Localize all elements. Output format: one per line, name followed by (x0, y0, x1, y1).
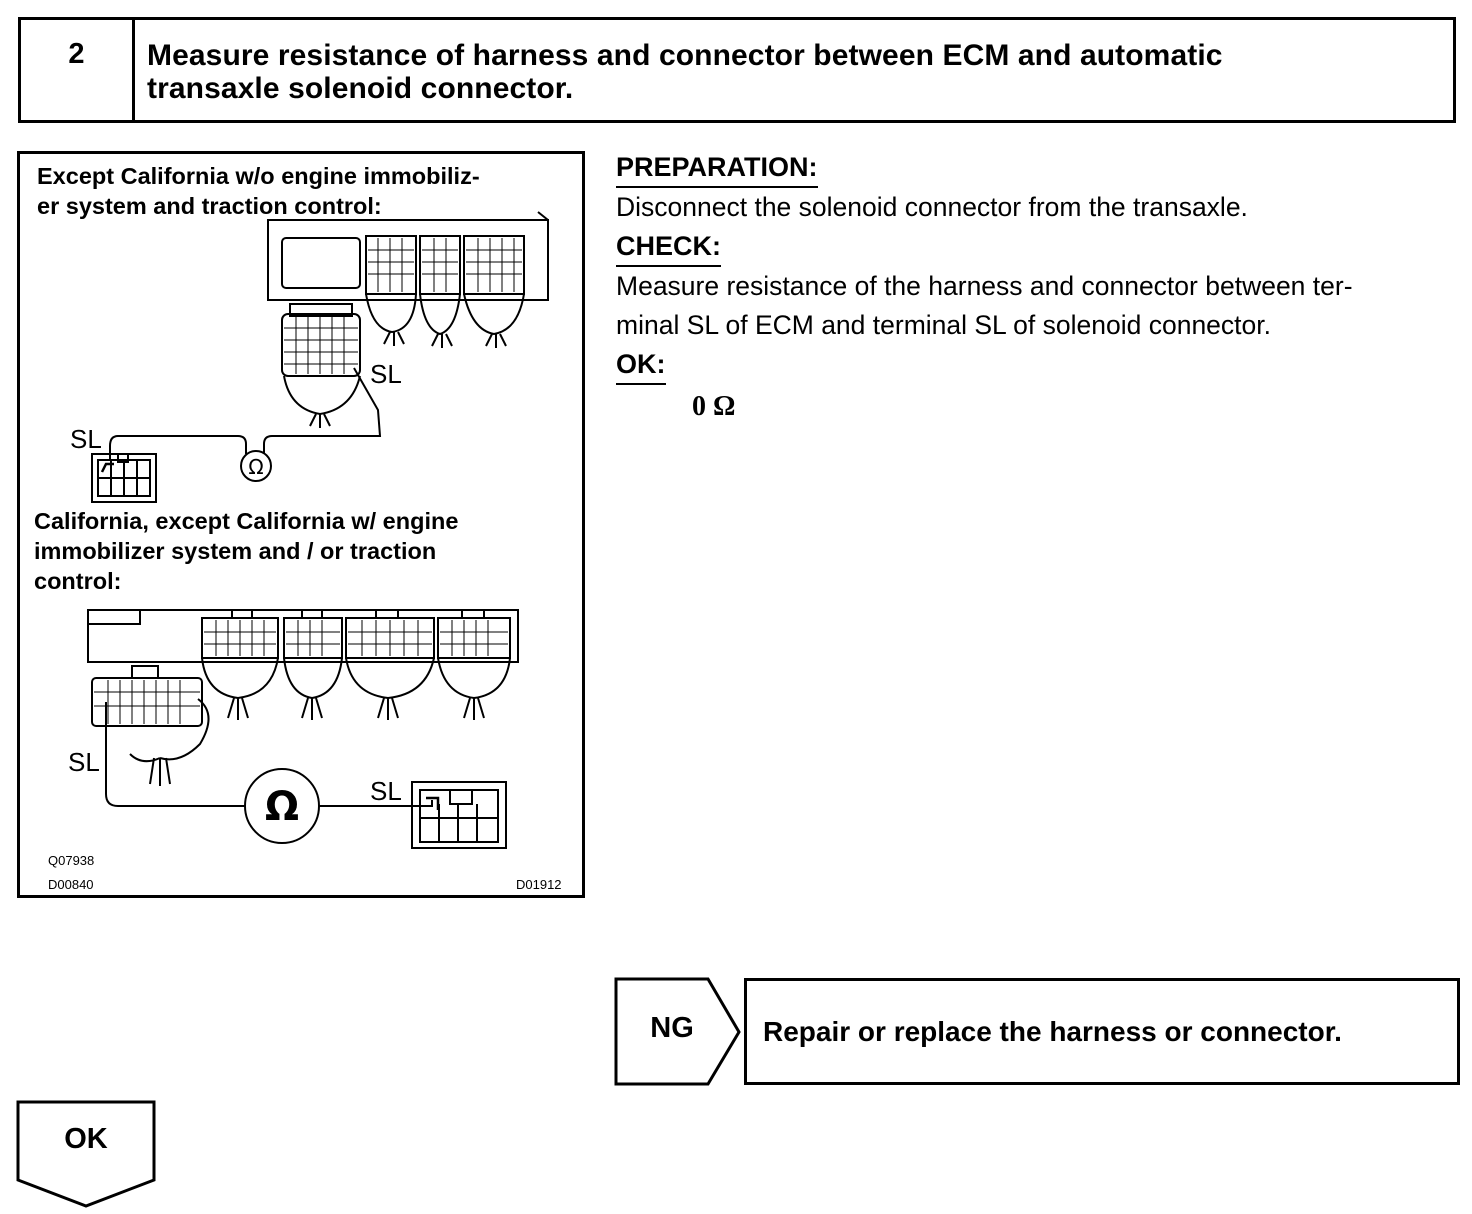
step-title: Measure resistance of harness and connec… (135, 20, 1453, 120)
sl-label-solenoid-top: SL (70, 424, 102, 454)
test-lead-solenoid-top (109, 435, 247, 460)
ok-arrow-shape (16, 1100, 156, 1208)
figure-code-2: D00840 (48, 877, 94, 892)
wiring-diagram: SL SL SL SL Ω Ω (68, 211, 549, 849)
ng-action-box: Repair or replace the harness or connect… (744, 978, 1460, 1085)
preparation-text: Disconnect the solenoid connector from t… (616, 192, 1248, 222)
ng-label: NG (650, 1012, 694, 1044)
ok-branch-label: OK (64, 1123, 108, 1155)
step-header: 2 Measure resistance of harness and conn… (18, 17, 1456, 123)
test-lead-solenoid-bottom (319, 800, 433, 807)
figure-heading1-line2: er system and traction control: (37, 193, 382, 219)
ohm-icon: Ω (265, 784, 299, 830)
sl-label-ecm-bottom: SL (68, 747, 100, 777)
test-lead-ecm-top (263, 367, 382, 454)
solenoid-connector-bottom (411, 781, 507, 849)
ok-label: OK: (616, 346, 666, 385)
ohmmeter-top (240, 450, 272, 482)
step-title-line2: transaxle solenoid connector. (147, 72, 574, 105)
check-label: CHECK: (616, 228, 721, 267)
solenoid-connector-top (91, 453, 157, 503)
sl-label-solenoid-bottom: SL (370, 776, 402, 806)
figure-heading2-line2: immobilizer system and / or traction (34, 538, 437, 564)
figure-code-3: D01912 (516, 877, 562, 892)
figure-heading1-line1: Except California w/o engine immobiliz- (37, 163, 480, 189)
ohm-icon: Ω (248, 455, 263, 479)
figure-code-1: Q07938 (48, 853, 95, 868)
preparation-label: PREPARATION: (616, 149, 818, 188)
sl-label-ecm-top: SL (370, 359, 402, 389)
check-text-line2: minal SL of ECM and terminal SL of solen… (616, 310, 1271, 340)
step-title-line1: Measure resistance of harness and connec… (147, 39, 1223, 72)
ng-arrow-shape (614, 977, 741, 1086)
ecm-connector-bottom (91, 665, 210, 786)
instructions: PREPARATION: Disconnect the solenoid con… (616, 148, 1461, 426)
check-text-line1: Measure resistance of the harness and co… (616, 271, 1353, 301)
ecm-top-illustration (267, 211, 549, 348)
ok-value: 0 Ω (692, 391, 736, 422)
ecm-bottom-illustration (87, 609, 519, 720)
figure-heading2-line1: California, except California w/ engine (34, 508, 459, 534)
wiring-figure: Except California w/o engine immobiliz- … (17, 151, 585, 898)
ecm-connector-top (281, 303, 361, 428)
step-number: 2 (21, 20, 135, 120)
figure-heading-california: California, except California w/ engine … (34, 506, 565, 596)
test-lead-ecm-bottom (105, 702, 245, 807)
figure-heading2-line3: control: (34, 568, 122, 594)
figure-heading-except-california: Except California w/o engine immobiliz- … (37, 161, 572, 221)
